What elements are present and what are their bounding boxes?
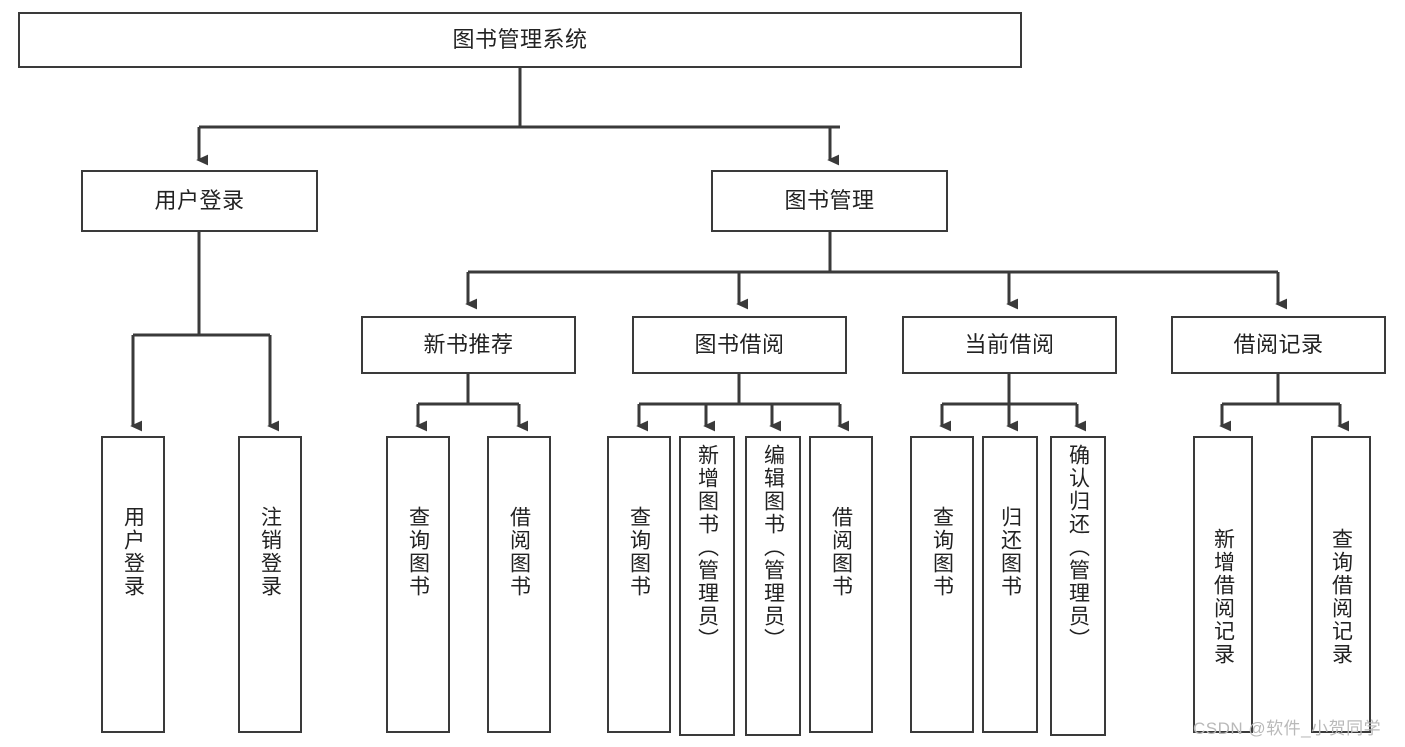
node-borrow-record[interactable]: 借阅记录 [1171,316,1386,374]
node-leaf-query-record-label: 查询借阅记录 [1329,528,1353,666]
node-leaf-user-login[interactable]: 用户登录 [101,436,165,733]
node-leaf-query-book-2-label: 查询图书 [627,506,651,598]
node-leaf-query-book-1[interactable]: 查询图书 [386,436,450,733]
node-leaf-borrow-book-2-label: 借阅图书 [829,506,853,598]
node-user-login-label: 用户登录 [154,188,245,214]
node-leaf-return-book-label: 归还图书 [998,506,1022,598]
node-leaf-add-book-label: 新增图书（管理员） [695,444,719,651]
csdn-watermark: CSDN @软件_小贺同学 [1193,719,1382,738]
node-leaf-borrow-book-1-label: 借阅图书 [507,506,531,598]
node-leaf-add-record-label: 新增借阅记录 [1211,528,1235,666]
node-book-borrow-label: 图书借阅 [694,332,785,358]
node-leaf-add-book[interactable]: 新增图书（管理员） [679,436,735,736]
node-new-book-recommend-label: 新书推荐 [423,332,514,358]
node-leaf-logout[interactable]: 注销登录 [238,436,302,733]
node-new-book-recommend[interactable]: 新书推荐 [361,316,576,374]
node-book-borrow[interactable]: 图书借阅 [632,316,847,374]
node-leaf-edit-book[interactable]: 编辑图书（管理员） [745,436,801,736]
node-leaf-confirm-return-label: 确认归还（管理员） [1066,444,1090,651]
node-leaf-user-login-label: 用户登录 [121,506,145,598]
node-leaf-query-book-2[interactable]: 查询图书 [607,436,671,733]
node-current-borrow[interactable]: 当前借阅 [902,316,1117,374]
node-leaf-query-book-1-label: 查询图书 [406,506,430,598]
node-leaf-logout-label: 注销登录 [258,506,282,598]
node-leaf-edit-book-label: 编辑图书（管理员） [761,444,785,651]
node-leaf-query-book-3[interactable]: 查询图书 [910,436,974,733]
node-leaf-query-record[interactable]: 查询借阅记录 [1311,436,1371,733]
node-leaf-confirm-return[interactable]: 确认归还（管理员） [1050,436,1106,736]
node-leaf-borrow-book-1[interactable]: 借阅图书 [487,436,551,733]
node-book-management-label: 图书管理 [784,188,875,214]
node-leaf-return-book[interactable]: 归还图书 [982,436,1038,733]
node-root-label: 图书管理系统 [452,27,588,53]
node-borrow-record-label: 借阅记录 [1233,332,1324,358]
node-leaf-query-book-3-label: 查询图书 [930,506,954,598]
node-leaf-add-record[interactable]: 新增借阅记录 [1193,436,1253,733]
node-leaf-borrow-book-2[interactable]: 借阅图书 [809,436,873,733]
node-current-borrow-label: 当前借阅 [964,332,1055,358]
node-root[interactable]: 图书管理系统 [18,12,1022,68]
node-user-login[interactable]: 用户登录 [81,170,318,232]
node-book-management[interactable]: 图书管理 [711,170,948,232]
